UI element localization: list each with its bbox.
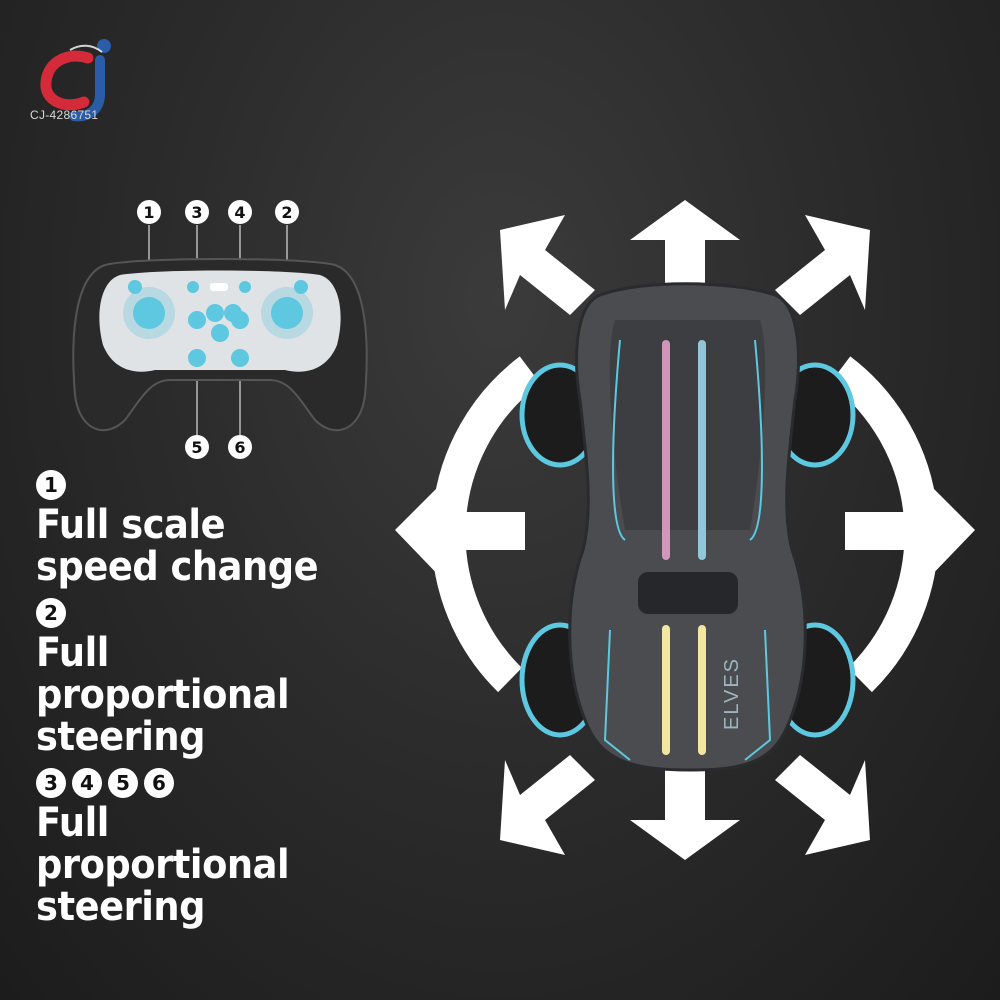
feature-speed: 1 Full scale speed change	[36, 470, 416, 588]
feature-steering: 2 Full proportional steering	[36, 598, 416, 758]
feature-badge-5: 5	[108, 768, 138, 798]
arrow-upright-icon	[775, 215, 870, 315]
arrow-upleft-icon	[500, 215, 595, 315]
feature-badge-1: 1	[36, 470, 66, 500]
feature-badge-4: 4	[72, 768, 102, 798]
callout-3: 3	[185, 200, 209, 224]
controller-drawing	[72, 225, 368, 435]
feature-text: Full proportional steering	[36, 630, 290, 760]
brand-logo	[40, 39, 111, 122]
feature-badge-3: 3	[36, 768, 66, 798]
feature-text: Full proportional steering	[36, 800, 290, 930]
arrow-downleft-icon	[500, 755, 595, 855]
arrow-right-icon	[845, 480, 975, 582]
feature-list: 1 Full scale speed change 2 Full proport…	[36, 470, 416, 938]
feature-badge-2: 2	[36, 598, 66, 628]
product-code: CJ-4286751	[30, 108, 99, 122]
arrow-up-icon	[630, 200, 740, 310]
callout-4: 4	[228, 200, 252, 224]
remote-controller: 1 3 4 2 5 6	[65, 195, 375, 465]
direction-arrows	[395, 200, 975, 860]
callout-2: 2	[275, 200, 299, 224]
arrow-down-icon	[630, 750, 740, 860]
callout-1: 1	[137, 200, 161, 224]
arrow-left-icon	[395, 480, 525, 582]
arrow-downright-icon	[775, 755, 870, 855]
callout-6: 6	[228, 435, 252, 459]
feature-badge-6: 6	[144, 768, 174, 798]
feature-steering-2: 3 4 5 6 Full proportional steering	[36, 768, 416, 928]
callout-5: 5	[185, 435, 209, 459]
car-brand-label: ELVES	[721, 657, 743, 730]
car-direction-scene: ELVES	[395, 200, 975, 860]
feature-text: Full scale speed change	[36, 502, 319, 590]
